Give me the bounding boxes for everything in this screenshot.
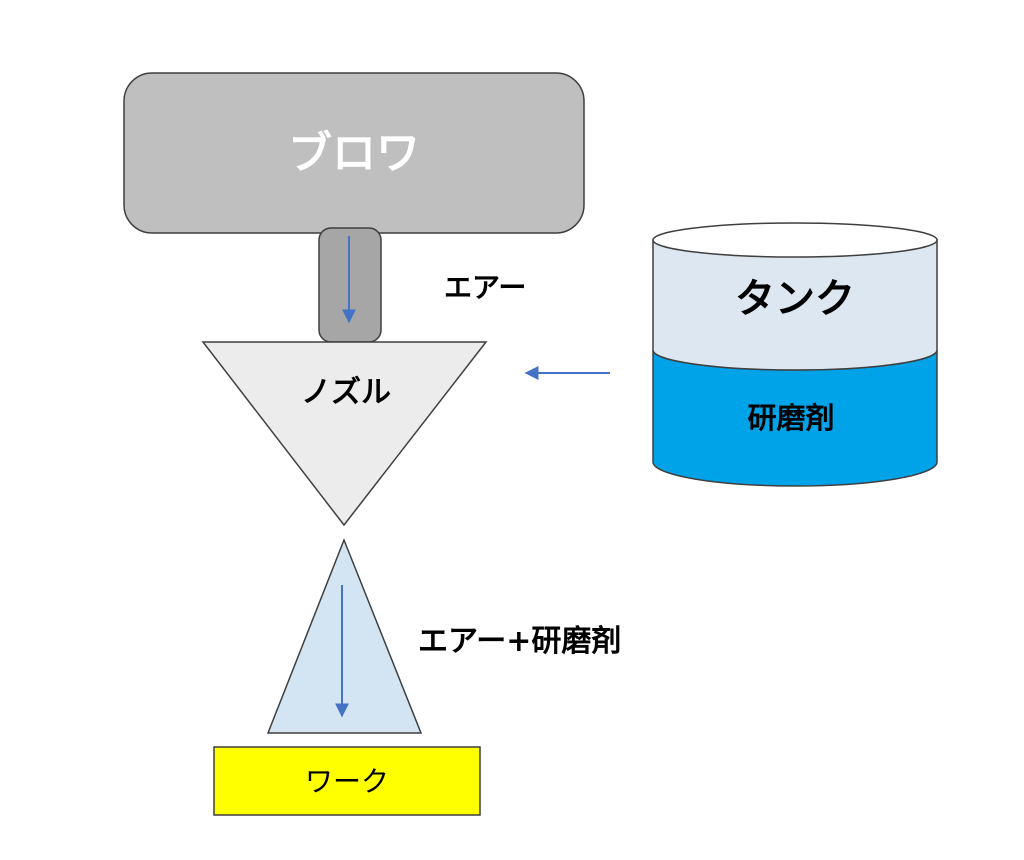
nozzle-shape: [201, 341, 488, 527]
spray-cone: [266, 537, 423, 734]
tank-upper: [652, 239, 938, 371]
blower-label: ブロワ: [288, 128, 420, 179]
spray-cone-shape: [266, 537, 423, 734]
tank-top: [652, 222, 938, 258]
spray-label: エアー+研磨剤: [418, 624, 621, 659]
work-label: ワーク: [305, 765, 389, 798]
work-box: [213, 746, 481, 816]
tank: タンク 研磨剤: [652, 222, 938, 487]
nozzle-label: ノズル: [301, 375, 391, 410]
blower: ブロワ: [123, 72, 585, 234]
air-pipe: [318, 227, 382, 343]
air-label: エアー: [444, 271, 526, 304]
nozzle: ノズル: [201, 341, 488, 527]
work-piece: ワーク: [213, 746, 481, 816]
abrasive-label: 研磨剤: [747, 401, 834, 435]
tank-label: タンク: [735, 276, 855, 322]
